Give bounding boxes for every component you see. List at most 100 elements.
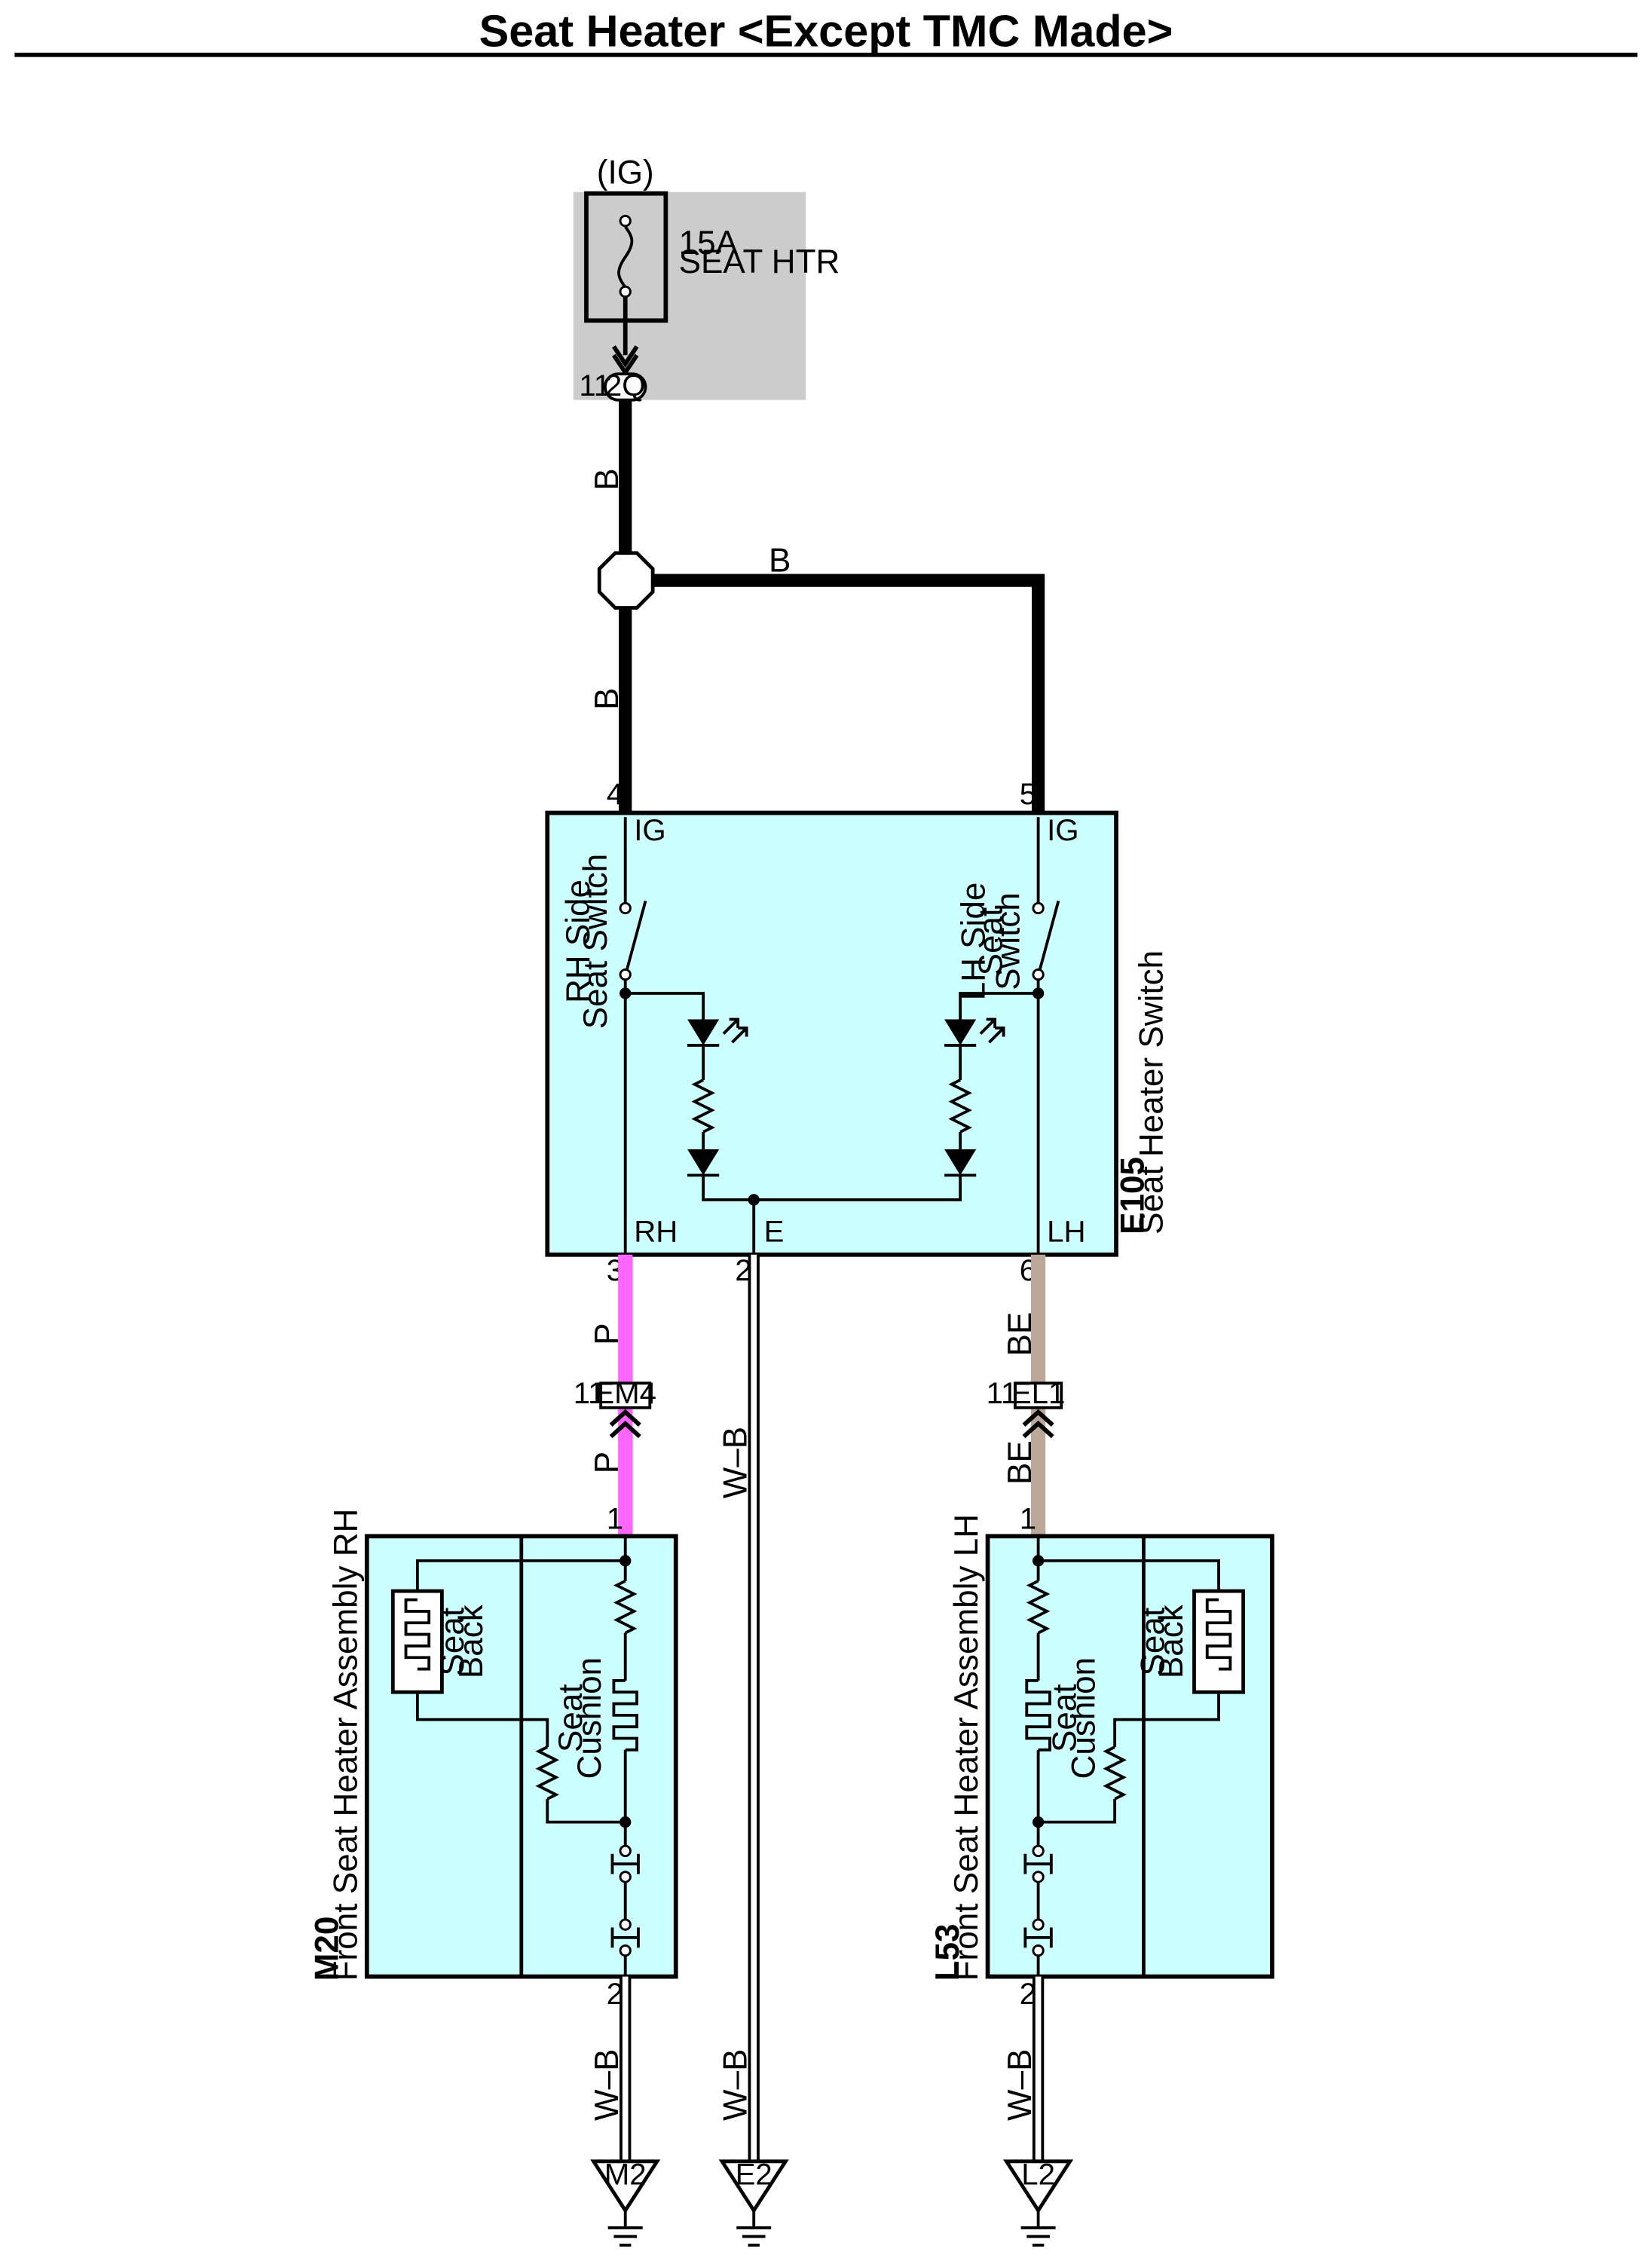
fuse-terminal-bottom [619,285,632,298]
heater-rh-code: M20 [308,1917,345,1981]
lh-switch-label-3: Switch [990,892,1027,990]
switch-e-label: E [764,1215,785,1249]
heater-rh-cushion-label-1: Seat [552,1684,589,1752]
heater-rh-seat-cushion-icon [612,1678,638,1752]
wire-b-branch-color: B [769,543,791,580]
switch-pin-ig-lh: 5 [1020,777,1036,811]
wire-wb-e-color-2: W–B [717,2049,754,2121]
switch-lh-label: LH [1047,1215,1085,1249]
heater-rh-seat-back-element [390,1589,444,1694]
lh-indicator-led-icon [944,1019,977,1045]
el1-chevron-icon [1022,1409,1054,1439]
em4-connector-name: EM4 [594,1376,656,1410]
heater-lh-back-label-2: Back [1153,1604,1190,1678]
wire-p-lower-color: P [589,1452,626,1473]
heater-lh-body [985,1534,1274,1979]
lh-switch-contact-bottom [1032,968,1045,981]
seat-heater-lh: Seat Back Seat Cushion L53 Front Seat He… [929,1514,1274,2162]
heater-lh-seat-cushion-icon [1025,1678,1051,1752]
lh-switch-label-2: Seat [973,907,1010,976]
heater-lh-thermostat-2-icon [1023,1918,1053,1957]
ground-e2-earth-icon [736,2226,772,2247]
switch-rh-label: RH [634,1215,678,1249]
indicator-common-wire [702,1175,962,1201]
lh-switch-contact-top [1032,901,1045,915]
lh-led-light-arrows-icon [979,1017,1005,1044]
heater-lh-back-feed [1038,1559,1220,1592]
rh-led-light-arrows-icon [722,1017,748,1044]
lh-indicator-wire [959,992,1039,1020]
fuse-rating: 15A [679,225,739,262]
switch-name: Seat Heater Switch [1133,950,1170,1235]
switch-ig-label-rh: IG [634,813,665,847]
lh-switch-label-1: LH Side [956,883,993,1001]
heater-rh-back-label-2: Back [453,1604,490,1678]
heater-lh-top-node [1032,1555,1045,1567]
fuse-box-shading [573,191,806,400]
ground-e2-label: E2 [736,2157,772,2191]
main-power-wires: B B B [589,399,1045,813]
fuse-connector-name: 2Q [605,369,646,402]
heater-rh-cushion-label-2: Cushion [571,1657,608,1779]
heater-lh-name: Front Seat Heater Assembly LH [948,1514,985,1981]
heater-lh-back-label-1: Seat [1134,1608,1171,1676]
heater-lh-seat-back-element [1192,1589,1246,1694]
wire-wb-m2-color: W–B [589,2049,626,2121]
rh-switch-contact-bottom [619,968,632,981]
rh-indicator-diode-icon [687,1149,720,1176]
ground-m2: M2 [590,2157,661,2247]
em4-connector-box [599,1381,652,1409]
wire-be-upper-color: BE [1002,1312,1039,1357]
wire-b-upper-color: B [589,468,626,490]
wire-be-lower-color: BE [1002,1440,1039,1485]
heater-lh-cushion-label-1: Seat [1046,1684,1083,1752]
ground-m2-earth-icon [607,2226,643,2247]
diagram-title: Seat Heater <Except TMC Made> [479,5,1173,56]
heater-lh-pin-in: 1 [1020,1502,1036,1536]
wire-p-upper-color: P [589,1323,626,1345]
heater-lh-seat-back-icon [1205,1598,1232,1671]
switch-ground-wire: W–B W–B [717,1254,760,2162]
heater-lh-code: L53 [929,1923,966,1981]
heater-rh-back-label-1: Seat [434,1608,471,1676]
rh-switch-contact-top [619,901,632,915]
el1-connector-name: EL1 [1011,1376,1066,1410]
fuse-terminal-top [619,214,632,228]
lh-indicator-diode-icon [944,1149,977,1176]
wire-b-branch [653,574,1045,813]
heater-rh-thermostat-1-icon [610,1844,640,1883]
fuse-element-icon [617,225,634,289]
rh-indicator-led-icon [687,1019,720,1045]
ground-e2: E2 [718,2157,789,2247]
heater-rh-pin-in: 1 [607,1502,623,1536]
junction-icon [597,551,655,610]
heater-lh-back-return [1113,1692,1220,1748]
switch-pin-e: 2 [735,1253,751,1287]
heater-rh-pin-out: 2 [607,1977,623,2011]
lh-wire-run: BE BE 11 EL1 1 [987,1254,1066,1537]
heater-rh-thermostat-2-icon [610,1918,640,1957]
fuse-name: SEAT HTR [679,243,840,280]
ground-m2-triangle-icon [590,2159,661,2214]
seat-heater-rh: Seat Back Seat Cushion M20 Front Seat He… [308,1509,678,2162]
ground-l2-triangle-icon [1003,2159,1074,2214]
rh-switch-label-2: Seat Switch [577,854,614,1030]
el1-connector-box [1014,1381,1063,1409]
rh-indicator-wire [625,992,705,1020]
rh-wire-run: P P 11 EM4 1 [574,1254,656,1537]
em4-chevron-icon [609,1409,641,1439]
wire-wb-l2-color: W–B [1002,2049,1039,2121]
fuse-block: (IG) 15A SEAT HTR 11 2Q [573,154,840,402]
switch-code: E105 [1114,1157,1151,1235]
ground-l2-earth-icon [1020,2226,1056,2247]
el1-pin: 11 [987,1376,1018,1410]
heater-lh-cushion-label-2: Cushion [1065,1657,1102,1779]
wire-b-lower-color: B [589,688,626,710]
heater-rh-name: Front Seat Heater Assembly RH [327,1509,364,1981]
switch-body [545,810,1118,1257]
heater-rh-back-feed [415,1559,626,1592]
ground-l2-label: L2 [1021,2157,1055,2191]
heater-lh-thermostat-1-icon [1023,1844,1053,1883]
heater-lh-back-resistor-out [1038,1798,1117,1824]
